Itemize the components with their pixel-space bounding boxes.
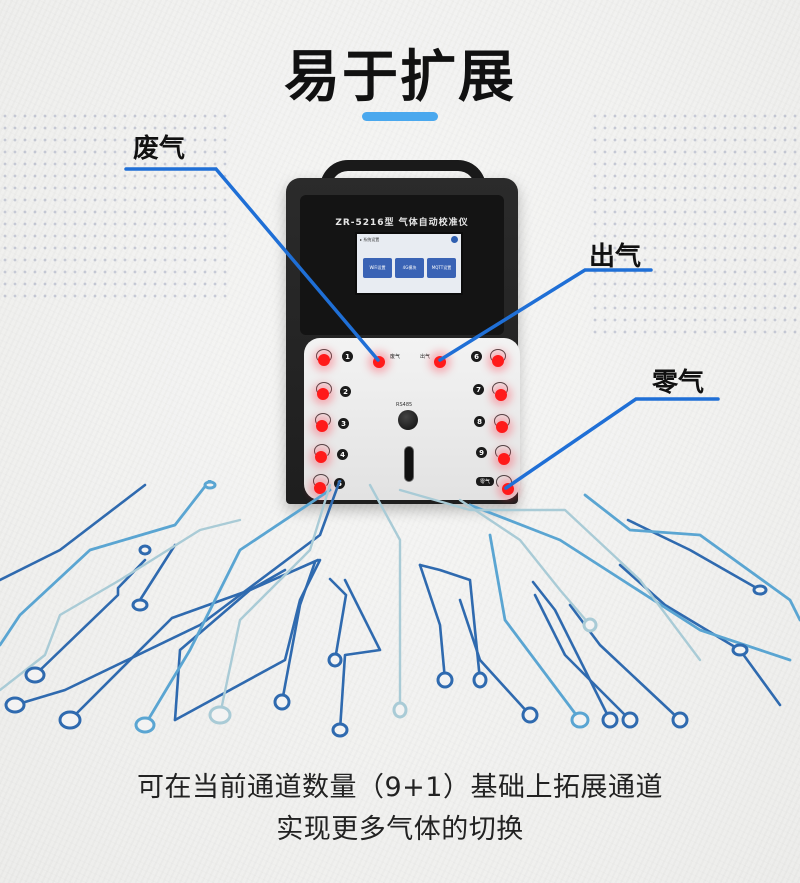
callout-outlet: 出气 xyxy=(589,242,642,272)
home-icon[interactable] xyxy=(451,236,458,243)
device-model-label: ZR-5216型 气体自动校准仪 xyxy=(335,218,469,228)
valve-ring-7 xyxy=(492,382,508,396)
channel-port-8 xyxy=(496,421,508,433)
page-title: 易于扩展 xyxy=(284,45,516,110)
callout-zero-gas: 零气 xyxy=(652,368,705,398)
callout-exhaust: 废气 xyxy=(133,134,186,164)
channel-number-3: 3 xyxy=(338,418,349,429)
valve-ring-5 xyxy=(313,474,329,488)
touch-screen[interactable]: ▸ 系统设置 WiFi设置 4G模块 MQTT设置 xyxy=(355,232,463,295)
channel-port-6 xyxy=(492,355,504,367)
channel-port-5 xyxy=(314,482,326,494)
channel-port-2 xyxy=(317,388,329,400)
channel-port-3 xyxy=(316,420,328,432)
valve-ring-2 xyxy=(316,382,332,396)
screen-header: ▸ 系统设置 xyxy=(360,237,380,242)
outlet-port-label: 出气 xyxy=(420,354,431,360)
mqtt-settings-button[interactable]: MQTT设置 xyxy=(427,258,456,278)
card-slot xyxy=(404,446,414,482)
rs485-label: RS485 xyxy=(396,402,413,408)
circuit-trace-decoration xyxy=(0,480,800,738)
title-underline xyxy=(362,112,438,121)
4g-module-button[interactable]: 4G模块 xyxy=(395,258,424,278)
dot-pattern-left xyxy=(0,110,230,300)
channel-port-4 xyxy=(315,451,327,463)
zero-gas-tag: 零气 xyxy=(476,477,494,486)
valve-ring-3 xyxy=(315,413,331,427)
channel-port-7 xyxy=(495,389,507,401)
valve-ring-1 xyxy=(316,349,332,363)
channel-number-1: 1 xyxy=(342,351,353,362)
channel-number-7: 7 xyxy=(473,384,484,395)
caption-line-2: 实现更多气体的切换 xyxy=(276,814,524,845)
channel-number-4: 4 xyxy=(337,449,348,460)
exhaust-port-label: 废气 xyxy=(390,354,401,360)
channel-port-1 xyxy=(318,354,330,366)
rs485-connector xyxy=(398,410,418,430)
valve-ring-4 xyxy=(314,444,330,458)
caption-line-1: 可在当前通道数量（9+1）基础上拓展通道 xyxy=(137,772,663,803)
valve-ring-6 xyxy=(490,349,506,363)
valve-ring-8 xyxy=(494,414,510,428)
wifi-settings-button[interactable]: WiFi设置 xyxy=(363,258,392,278)
channel-number-8: 8 xyxy=(474,416,485,427)
channel-port-9 xyxy=(498,453,510,465)
channel-number-6: 6 xyxy=(471,351,482,362)
dot-pattern-right xyxy=(590,110,800,340)
channel-number-2: 2 xyxy=(340,386,351,397)
channel-number-9: 9 xyxy=(476,447,487,458)
valve-ring-9 xyxy=(495,445,511,459)
carry-handle xyxy=(320,160,486,190)
valve-ring-zero xyxy=(496,475,512,489)
